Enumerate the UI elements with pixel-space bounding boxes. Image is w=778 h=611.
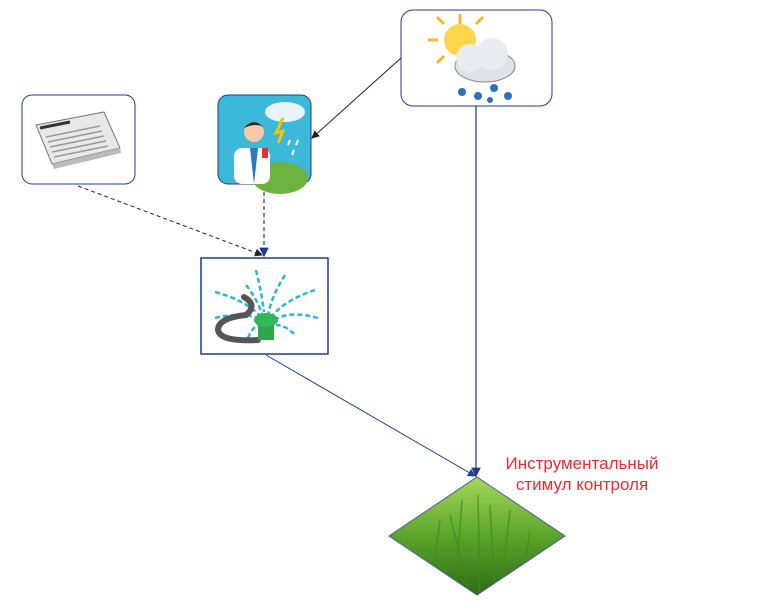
sprinkler-node[interactable]	[200, 257, 329, 355]
edge-sprinkler-to-lawn	[265, 354, 476, 477]
sun-rain-cloud-icon	[428, 14, 516, 103]
instrumental-stimulus-label: Инструментальный стимул контроля	[492, 453, 672, 495]
label-line-2: стимул контроля	[515, 475, 649, 494]
newspaper-icon	[35, 111, 121, 169]
newspaper-node[interactable]	[21, 94, 136, 185]
label-line-1: Инструментальный	[505, 454, 659, 473]
sprinkler-icon	[214, 269, 319, 344]
edge-newspaper-to-sprinkler	[77, 185, 263, 257]
edge-weather-to-reporter	[311, 57, 402, 139]
weather-reporter-icon	[234, 102, 308, 194]
weather-reporter-node[interactable]	[217, 94, 312, 194]
weather-node[interactable]	[400, 9, 553, 107]
